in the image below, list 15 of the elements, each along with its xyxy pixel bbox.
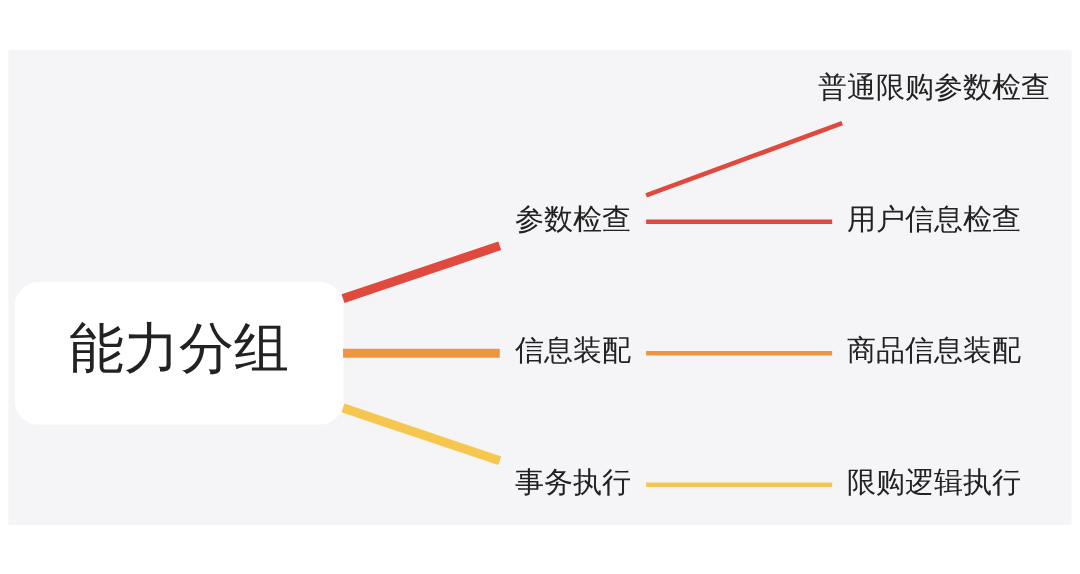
connector — [343, 348, 500, 358]
node-text: 事务执行 — [514, 464, 631, 499]
node-text: 商品信息装配 — [846, 332, 1021, 367]
node-text: 限购逻辑执行 — [846, 464, 1021, 499]
node-text: 普通限购参数检查 — [817, 69, 1050, 104]
connector — [646, 350, 833, 356]
node-box: 能力分组 — [14, 281, 344, 425]
node-text: 参数检查 — [514, 201, 631, 236]
connector — [645, 120, 843, 198]
connector — [341, 240, 502, 303]
connector — [646, 482, 833, 487]
node-text: 信息装配 — [514, 332, 631, 367]
node-text: 用户信息检查 — [846, 201, 1021, 236]
connector — [341, 403, 502, 465]
connector — [646, 218, 833, 224]
